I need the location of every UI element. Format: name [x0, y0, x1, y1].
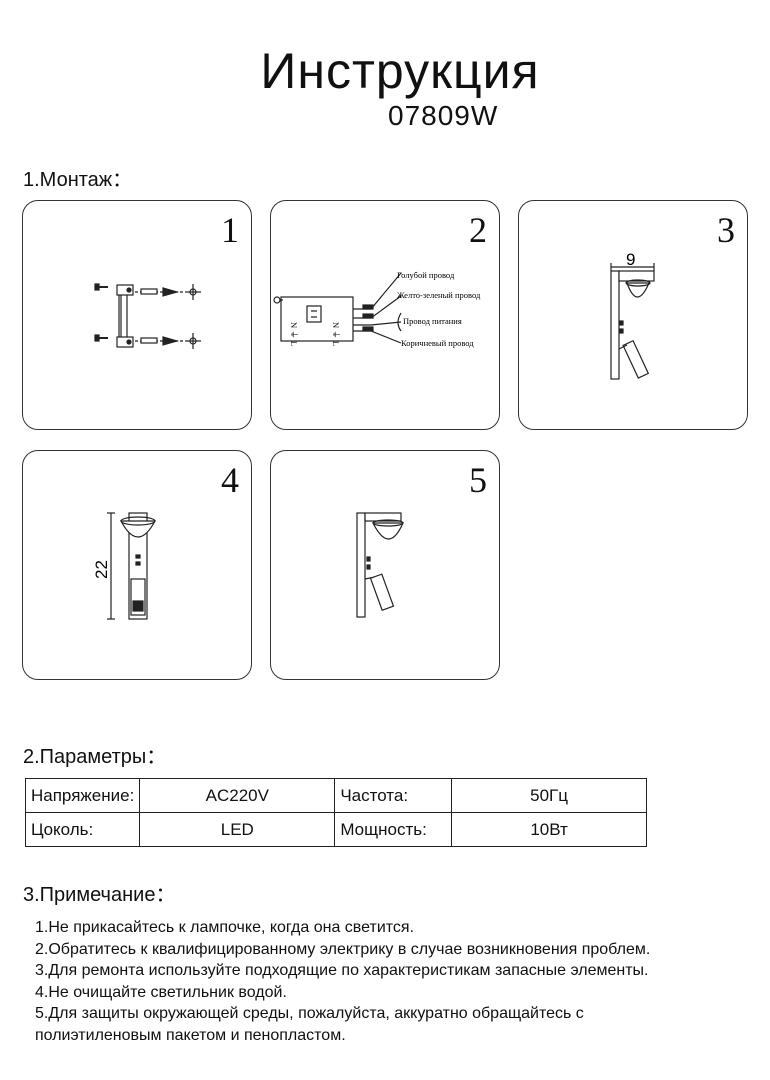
side-view-diagram: 9 — [610, 250, 655, 380]
section-mounting-heading: 1.Монтаж： — [23, 169, 133, 191]
height-dimension: 22 — [92, 560, 111, 579]
model-number: 07809W — [388, 100, 499, 131]
wire-blue-label: Голубой провод — [397, 270, 455, 280]
list-item: 5.Для защиты окружающей среды, пожалуйст… — [35, 1005, 584, 1022]
power-label: Мощность: — [334, 812, 453, 847]
step-number: 5 — [469, 460, 487, 500]
wire-brown-label: Коричневый провод — [401, 338, 474, 348]
width-dimension: 9 — [626, 250, 635, 269]
step-number: 1 — [221, 210, 239, 250]
power-value: 10Вт — [451, 812, 647, 847]
voltage-label: Напряжение: — [24, 778, 141, 813]
frequency-label: Частота: — [334, 778, 453, 813]
step-number: 4 — [221, 460, 239, 500]
mounting-step-1: 1 — [22, 200, 252, 430]
front-view-diagram: 22 — [92, 512, 156, 620]
assembled-view-diagram — [356, 512, 404, 618]
wiring-diagram: N ⏚ L N ⏚ L Голубой провод Желто-зеленый… — [273, 270, 481, 348]
list-item: 2.Обратитесь к квалифицированному электр… — [35, 940, 651, 958]
table-row: Цоколь: LED Мощность: 10Вт — [24, 812, 647, 847]
list-item: 3.Для ремонта используйте подходящие по … — [35, 962, 649, 979]
wire-yellow-green-label: Желто-зеленый провод — [397, 290, 481, 300]
page-title: Инструкция — [260, 43, 540, 99]
bracket-screws-diagram — [94, 283, 201, 349]
list-item: 1.Не прикасайтесь к лампочке, когда она … — [35, 919, 415, 936]
base-value: LED — [139, 812, 336, 847]
parameters-table: Напряжение: AC220V Частота: 50Гц Цоколь:… — [24, 778, 647, 847]
terminal-left-label: N ⏚ L — [289, 322, 299, 346]
section-parameters-heading: 2.Параметры： — [23, 746, 167, 768]
mounting-step-3: 3 9 — [518, 200, 748, 430]
step-number: 3 — [717, 210, 735, 250]
voltage-value: AC220V — [139, 778, 336, 813]
mounting-step-4: 4 22 — [22, 450, 252, 680]
list-item: полиэтиленовым пакетом и пенопластом. — [35, 1026, 346, 1044]
mounting-step-2: 2 N ⏚ L N ⏚ L — [270, 200, 500, 430]
terminal-right-label: N ⏚ L — [331, 322, 341, 346]
mounting-step-5: 5 — [270, 450, 500, 680]
notes-list: 1.Не прикасайтесь к лампочке, когда она … — [35, 917, 755, 1046]
wire-power-label: Провод питания — [403, 316, 462, 326]
step-number: 2 — [469, 210, 487, 250]
section-notes-heading: 3.Примечание： — [23, 884, 176, 906]
base-label: Цоколь: — [24, 812, 141, 847]
table-row: Напряжение: AC220V Частота: 50Гц — [24, 778, 647, 813]
frequency-value: 50Гц — [451, 778, 647, 813]
list-item: 4.Не очищайте светильник водой. — [35, 983, 287, 1001]
